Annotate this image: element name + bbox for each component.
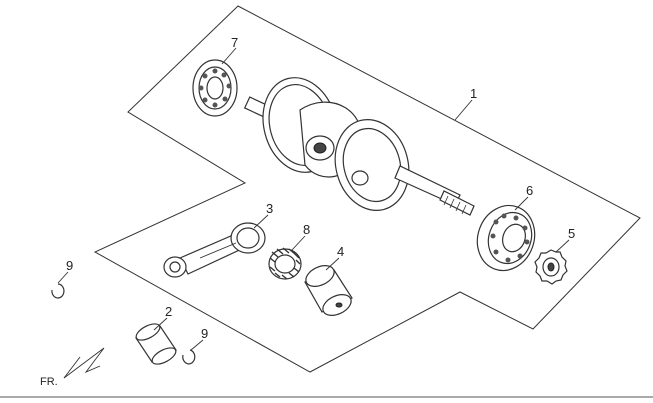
circlip-left-part-9 xyxy=(51,283,65,299)
assembly-boundary xyxy=(93,5,641,373)
callout-8: 8 xyxy=(303,222,310,237)
callout-1: 1 xyxy=(470,86,477,101)
piston-pin-part-2 xyxy=(135,323,177,365)
crankshaft-part-1 xyxy=(243,77,475,216)
callout-7: 7 xyxy=(231,35,238,50)
callout-5: 5 xyxy=(568,226,575,241)
needle-bearing-part-8 xyxy=(268,247,302,280)
callout-3: 3 xyxy=(266,201,273,216)
callout-4: 4 xyxy=(337,244,344,259)
callout-9-left: 9 xyxy=(66,258,73,273)
bearing-left-part-7 xyxy=(192,59,238,117)
callout-6: 6 xyxy=(526,183,533,198)
callout-2: 2 xyxy=(165,304,172,319)
front-direction-label: FR. xyxy=(40,376,58,388)
front-direction-indicator: FR. xyxy=(40,347,105,388)
callout-9-right: 9 xyxy=(201,326,208,341)
circlip-right-part-9 xyxy=(182,349,196,365)
bearing-right-part-6 xyxy=(476,204,536,272)
connecting-rod-part-3 xyxy=(163,222,266,278)
gear-part-5 xyxy=(534,249,568,285)
leader-lines xyxy=(57,47,570,351)
crank-pin-part-4 xyxy=(304,265,353,316)
